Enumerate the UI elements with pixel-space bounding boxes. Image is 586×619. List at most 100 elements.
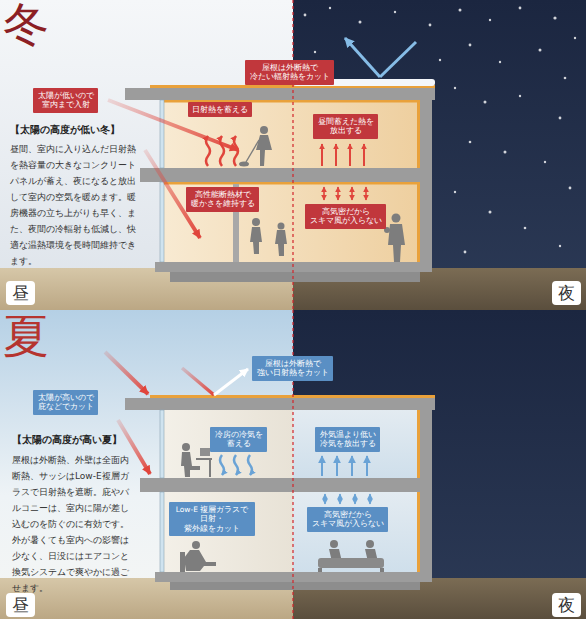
snowfall bbox=[459, 9, 462, 12]
callout-box: 昼間蓄えた熱を 放出する bbox=[313, 114, 378, 139]
callout-box: 屋根は外断熱で 強い日射熱をカット bbox=[252, 356, 333, 381]
summer-arrows bbox=[214, 369, 248, 395]
winter-building bbox=[125, 79, 435, 282]
snowfall bbox=[539, 49, 542, 52]
summer-building bbox=[160, 492, 164, 572]
summer-arrows bbox=[339, 494, 341, 504]
winter-arrows bbox=[351, 187, 353, 200]
node-text: 昼間蓄えた熱を 放出する bbox=[317, 117, 374, 136]
summer-building bbox=[170, 582, 420, 590]
callout-box: 高気密だから スキマ風が入らない bbox=[305, 204, 386, 229]
summer-arrows bbox=[118, 420, 150, 474]
summer-arrows bbox=[351, 456, 353, 476]
node-text: 日射熱を蓄える bbox=[192, 105, 248, 114]
label-text: 冬 bbox=[3, 2, 59, 48]
winter-arrows bbox=[321, 144, 323, 166]
snowfall bbox=[489, 19, 491, 21]
snowfall bbox=[519, 7, 522, 10]
node-text: 高気密だから スキマ風が入らない bbox=[311, 510, 384, 529]
snowfall bbox=[559, 117, 562, 120]
winter-people bbox=[250, 227, 262, 254]
season-title: 冬 bbox=[3, 2, 59, 48]
node-text: 夜 bbox=[558, 282, 575, 304]
winter-arrows bbox=[337, 187, 339, 200]
snowfall bbox=[553, 16, 556, 19]
callout-box: 日射熱を蓄える bbox=[188, 102, 252, 117]
snowfall bbox=[429, 24, 432, 27]
summer-people bbox=[180, 552, 185, 572]
body-text: 昼間、室内に入り込んだ日射熱を熱容量の大きなコンクリートパネルが蓄え、夜になると… bbox=[10, 141, 136, 269]
winter-building bbox=[417, 182, 420, 262]
summer-building bbox=[125, 395, 435, 590]
callout-box: 高性能断熱材で 暖かさを維持する bbox=[186, 187, 259, 212]
winter-arrows bbox=[363, 144, 365, 166]
callout-box: 太陽が高いので 庇などでカット bbox=[33, 390, 98, 415]
winter-arrows bbox=[206, 136, 210, 166]
summer-arrows bbox=[321, 456, 323, 476]
label-text: 昼間、室内に入り込んだ日射熱を熱容量の大きなコンクリートパネルが蓄え、夜になると… bbox=[10, 141, 136, 269]
callout-box: 太陽が低いので 室内まで入射 bbox=[33, 88, 98, 113]
winter-building bbox=[160, 100, 164, 168]
summer-people bbox=[330, 540, 338, 548]
snowfall bbox=[564, 77, 567, 80]
winter-building bbox=[417, 100, 420, 168]
summer-arrows bbox=[105, 352, 148, 394]
node-text: 屋根は外断熱で 冷たい輻射熱をカット bbox=[249, 63, 330, 82]
winter-people bbox=[278, 223, 285, 230]
summer-background bbox=[0, 310, 586, 619]
snowfall bbox=[504, 151, 507, 154]
label-text: 屋根は外断熱、外壁は全面内断熱、サッシはLow-E複層ガラスで日射熱を遮断。庇や… bbox=[12, 452, 132, 596]
winter-background bbox=[0, 0, 586, 310]
snowfall bbox=[519, 95, 521, 97]
summer-people bbox=[181, 452, 200, 477]
snowfall bbox=[394, 11, 396, 13]
snowfall bbox=[569, 187, 572, 190]
winter-arrows bbox=[108, 38, 416, 238]
body-text: 屋根は外断熱、外壁は全面内断熱、サッシはLow-E複層ガラスで日射熱を遮断。庇や… bbox=[12, 452, 132, 596]
snowfall bbox=[329, 7, 331, 9]
summer-arrows bbox=[369, 494, 371, 504]
snowfall bbox=[469, 44, 472, 47]
node-text: 昼 bbox=[12, 282, 29, 304]
summer-people bbox=[366, 540, 374, 548]
time-badge: 夜 bbox=[552, 281, 581, 305]
callout-box: 外気温より低い 冷気を放出する bbox=[315, 427, 380, 452]
winter-arrows bbox=[234, 136, 238, 166]
summer-arrows bbox=[324, 494, 326, 504]
summer-building bbox=[164, 492, 293, 572]
summer-people bbox=[209, 460, 211, 477]
snowfall bbox=[544, 161, 546, 163]
winter-building bbox=[164, 100, 420, 168]
snowfall bbox=[559, 245, 561, 247]
snowfall bbox=[454, 87, 456, 89]
snowfall bbox=[454, 191, 456, 193]
summer-building bbox=[417, 410, 420, 478]
summer-people bbox=[200, 448, 210, 456]
summer-building bbox=[140, 478, 432, 492]
snowfall bbox=[469, 141, 472, 144]
snowfall bbox=[524, 227, 527, 230]
winter-arrows bbox=[345, 38, 380, 77]
callout-box: Low-E 複層ガラスで 日射・紫外線をカット bbox=[169, 502, 255, 536]
node-text: Low-E 複層ガラスで 日射・紫外線をカット bbox=[173, 505, 251, 533]
day-night-divider bbox=[292, 0, 293, 310]
winter-building bbox=[125, 88, 435, 100]
label-text: 夏 bbox=[3, 314, 59, 360]
winter-people bbox=[239, 162, 249, 167]
snowfall bbox=[464, 251, 467, 254]
summer-people bbox=[192, 541, 200, 549]
winter-arrows bbox=[220, 136, 224, 166]
label-text: 【太陽の高度が高い夏】 bbox=[12, 434, 142, 446]
node-text: 高気密だから スキマ風が入らない bbox=[309, 207, 382, 226]
summer-building bbox=[420, 398, 432, 582]
label-text: 【太陽の高度が低い冬】 bbox=[10, 124, 140, 136]
winter-building bbox=[164, 182, 420, 262]
winter-people bbox=[388, 224, 405, 262]
winter-arrows bbox=[335, 144, 337, 166]
heading: 【太陽の高度が低い冬】 bbox=[10, 124, 140, 136]
summer-people bbox=[380, 568, 384, 572]
summer-building bbox=[417, 492, 420, 572]
snowfall bbox=[359, 21, 362, 24]
